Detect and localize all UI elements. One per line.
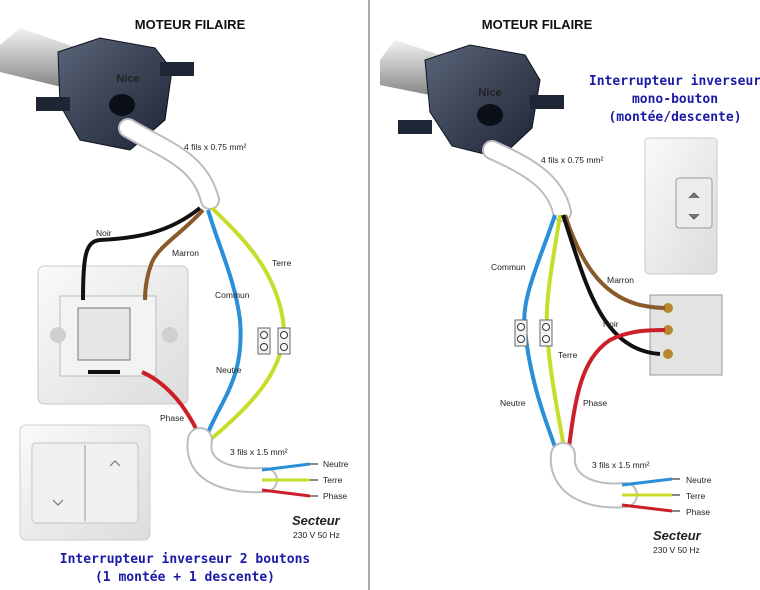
- right-label-commun: Commun: [491, 262, 526, 272]
- right-secteur-label: Secteur: [653, 528, 702, 543]
- left-secteur-spec: 230 V 50 Hz: [293, 530, 340, 540]
- right-wire-phase: [566, 328, 666, 456]
- right-out-phase: Phase: [686, 507, 710, 517]
- right-label-terre: Terre: [558, 350, 578, 360]
- right-cable-bottom-label: 3 fils x 1.5 mm²: [592, 460, 650, 470]
- right-label-marron: Marron: [607, 275, 634, 285]
- left-switch-mechanism: [37, 265, 189, 405]
- left-cable-bottom-label: 3 fils x 1.5 mm²: [230, 447, 288, 457]
- left-two-button-switch: [19, 424, 151, 541]
- right-switch-caption-1: Interrupteur inverseur: [589, 74, 760, 89]
- left-out-phase: Phase: [323, 491, 347, 501]
- right-switch-caption-3: (montée/descente): [608, 110, 741, 125]
- right-out-terre: Terre: [686, 491, 706, 501]
- left-label-phase: Phase: [160, 413, 184, 423]
- left-wire-marron: [143, 208, 205, 301]
- right-secteur-spec: 230 V 50 Hz: [653, 545, 700, 555]
- left-switch-caption-2: (1 montée + 1 descente): [95, 570, 275, 585]
- left-wire-noir: [81, 206, 202, 301]
- left-cable-top-label: 4 fils x 0.75 mm²: [184, 142, 247, 152]
- right-motor: Nice: [380, 40, 564, 159]
- right-title: MOTEUR FILAIRE: [482, 17, 593, 32]
- right-motor-brand: Nice: [478, 87, 501, 99]
- right-label-noir: Noir: [603, 319, 619, 329]
- left-title: MOTEUR FILAIRE: [135, 17, 246, 32]
- left-label-marron: Marron: [172, 248, 199, 258]
- left-secteur-label: Secteur: [292, 513, 341, 528]
- left-switch-caption-1: Interrupteur inverseur 2 boutons: [60, 552, 310, 567]
- right-label-neutre: Neutre: [500, 398, 526, 408]
- left-label-noir: Noir: [96, 228, 112, 238]
- right-out-neutre: Neutre: [686, 475, 712, 485]
- left-motor: Nice: [0, 28, 194, 151]
- left-motor-brand: Nice: [116, 73, 139, 85]
- left-wire-terre: [208, 206, 286, 442]
- left-label-commun: Commun: [215, 290, 250, 300]
- right-wire-connectors: [514, 319, 553, 347]
- right-wire-marron: [563, 214, 666, 310]
- right-panel: MOTEUR FILAIRE Nice Interrupteur inverse…: [380, 17, 760, 555]
- left-label-neutre: Neutre: [216, 365, 242, 375]
- left-wire-commun: [203, 209, 243, 441]
- left-wire-connectors: [257, 327, 291, 355]
- left-out-neutre: Neutre: [323, 459, 349, 469]
- right-label-phase: Phase: [583, 398, 607, 408]
- right-cable-top-label: 4 fils x 0.75 mm²: [541, 155, 604, 165]
- right-mono-button-switch: [644, 137, 718, 275]
- right-switch-caption-2: mono-bouton: [632, 92, 718, 107]
- left-label-terre: Terre: [272, 258, 292, 268]
- right-wire-noir: [561, 214, 661, 356]
- left-out-terre: Terre: [323, 475, 343, 485]
- left-panel: MOTEUR FILAIRE Nice 4 fils x 0.75 mm²: [0, 17, 349, 585]
